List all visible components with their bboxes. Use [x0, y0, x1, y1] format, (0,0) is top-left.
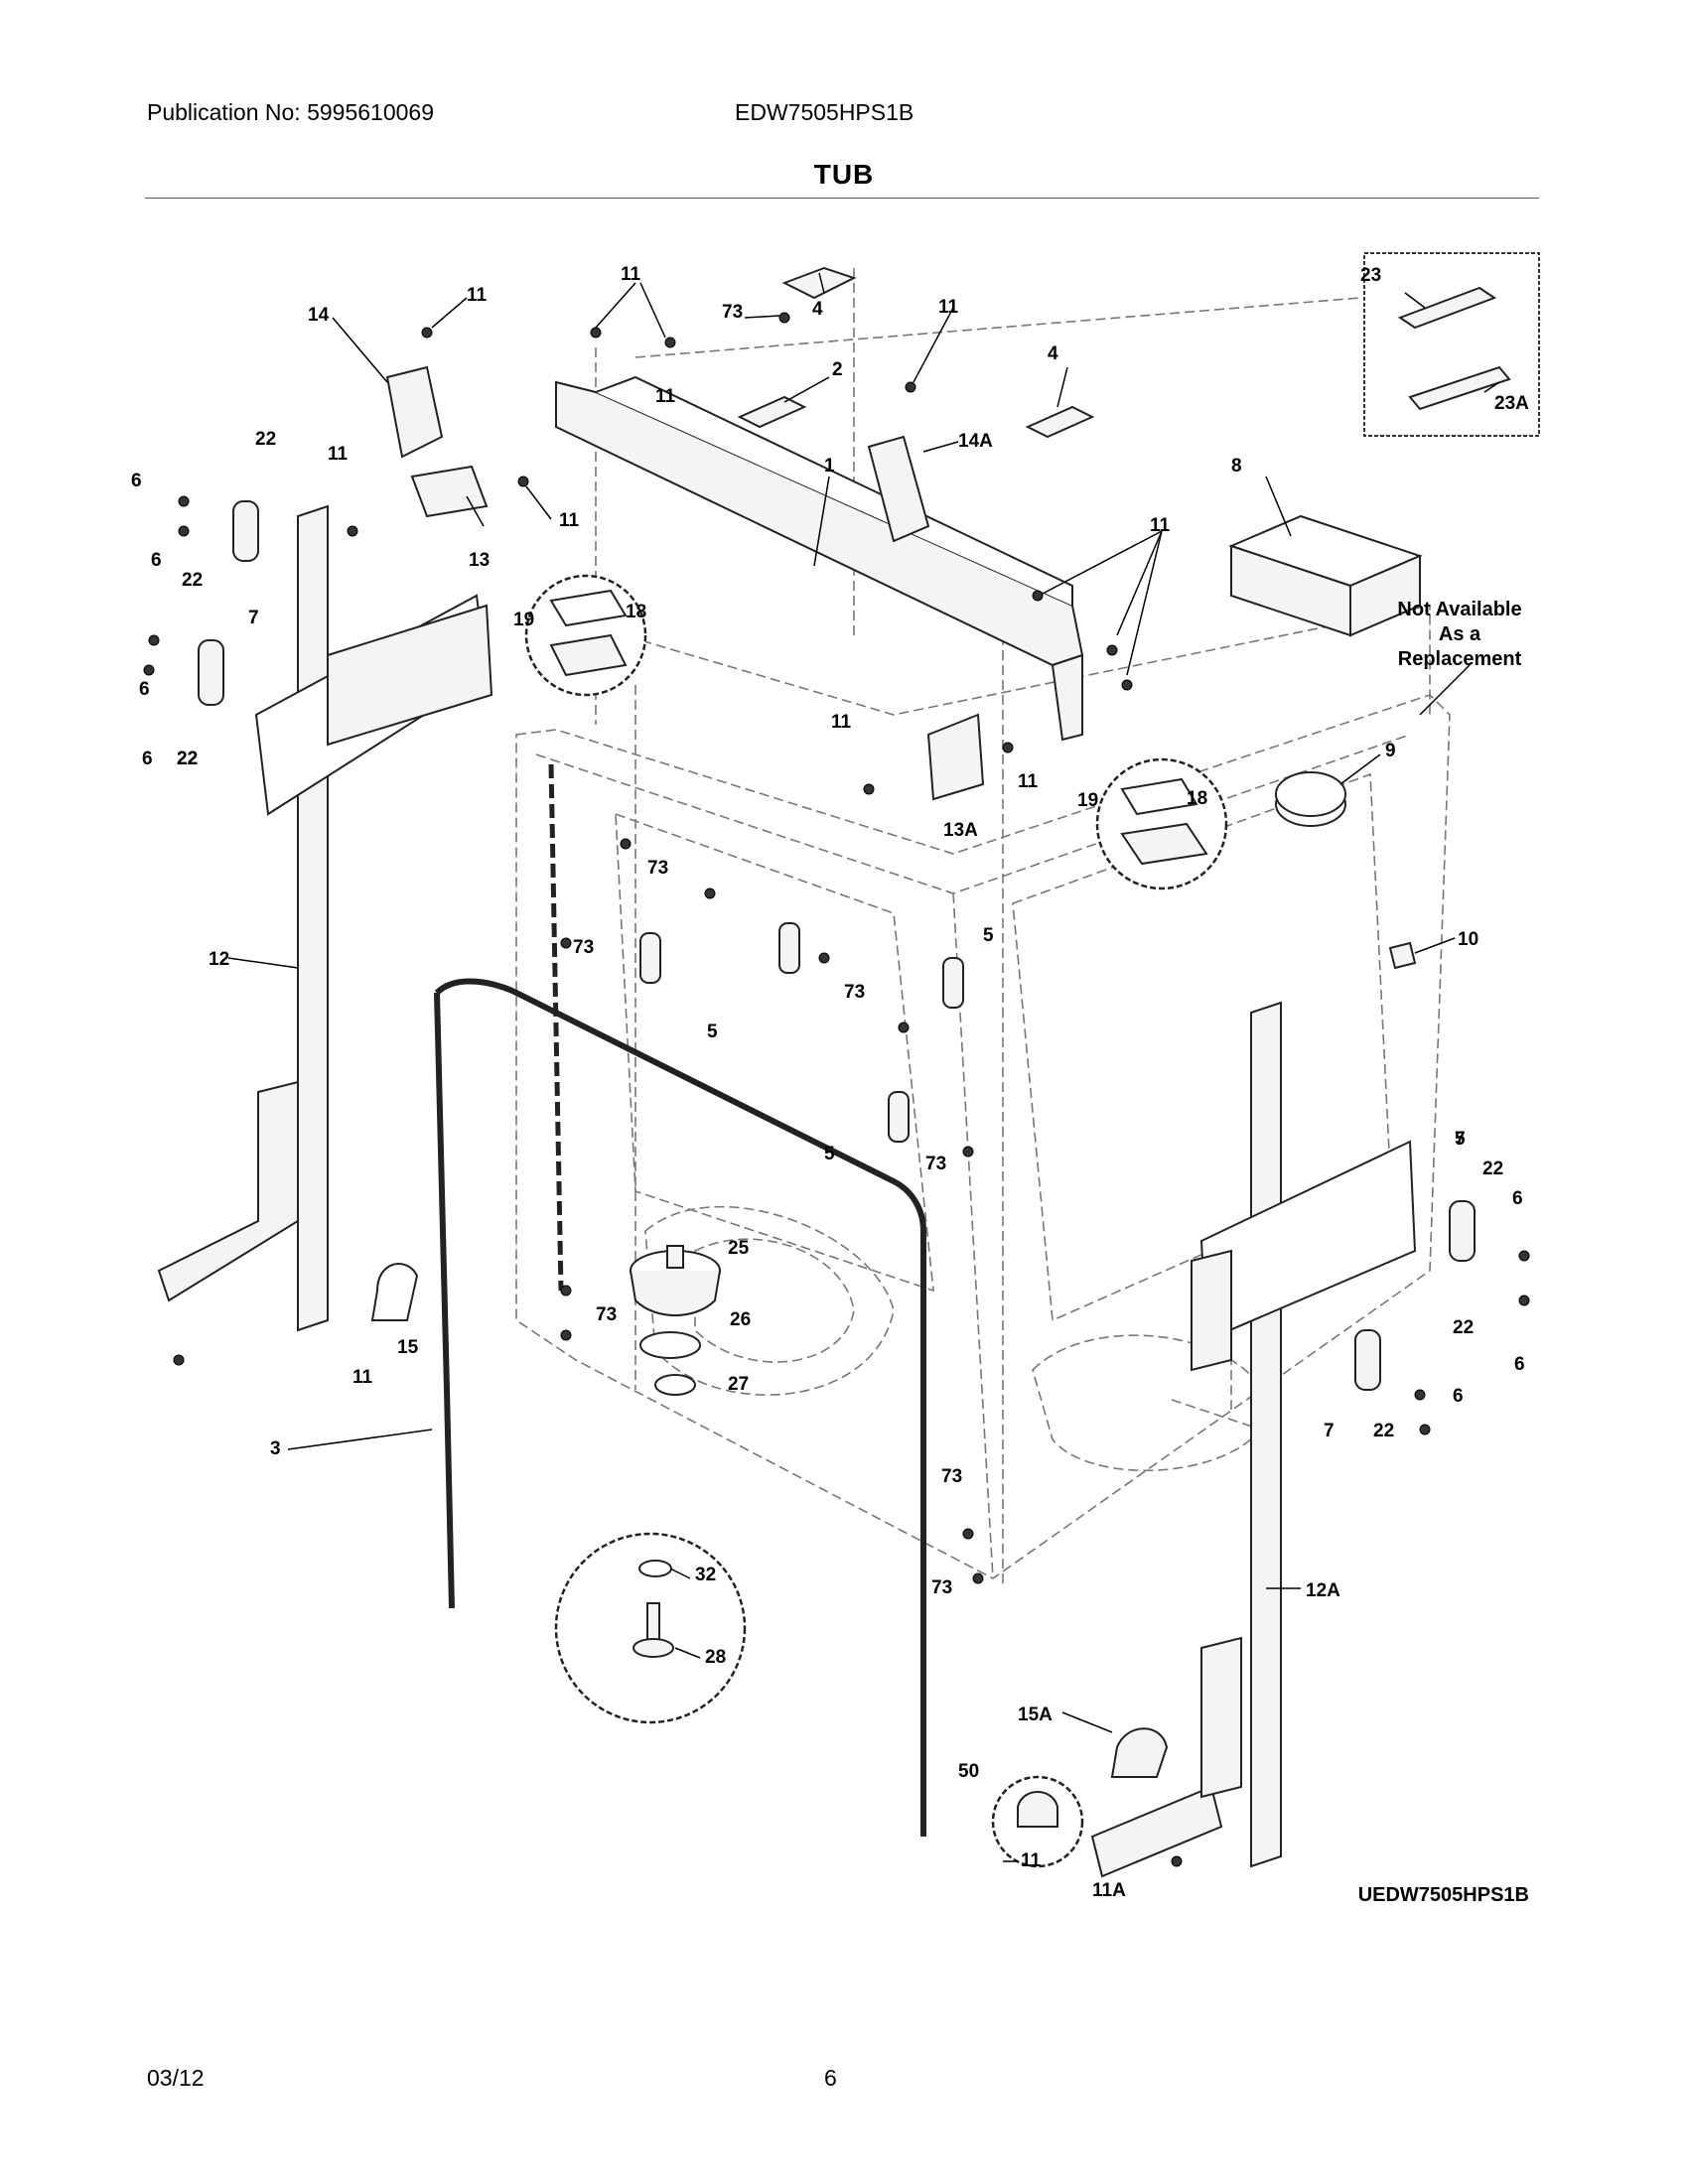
callout: 50 — [958, 1761, 979, 1782]
callout: 22 — [1453, 1317, 1474, 1338]
callout: 73 — [925, 1154, 946, 1174]
callout: 18 — [1187, 788, 1207, 809]
callout: 19 — [1077, 790, 1098, 811]
callout: 11 — [352, 1367, 373, 1388]
callout: 22 — [177, 749, 198, 769]
callout: 11 — [1150, 515, 1171, 536]
drawing-code: UEDW7505HPS1B — [1358, 1884, 1529, 1906]
callout: 11 — [621, 264, 641, 285]
callout: 73 — [844, 982, 865, 1003]
callout: 18 — [626, 602, 646, 622]
callout: 8 — [1231, 456, 1242, 477]
left-hinge-arm-part — [157, 504, 493, 1332]
callout: 11 — [938, 297, 959, 318]
callout: 11A — [1092, 1880, 1126, 1901]
callout: 27 — [728, 1374, 749, 1395]
bracket-inset-box — [1363, 252, 1540, 437]
callout: 19 — [513, 610, 534, 630]
callout: 73 — [722, 302, 743, 323]
callout: 5 — [824, 1144, 835, 1164]
callout: 28 — [705, 1647, 726, 1668]
top-rail-part — [555, 375, 1084, 742]
right-hinge-arm-part — [1090, 1001, 1417, 1878]
gasket-detail-circle-left — [524, 574, 647, 697]
callout: 14A — [958, 431, 993, 452]
callout: 22 — [182, 570, 203, 591]
page-title: TUB — [813, 159, 875, 190]
gasket-detail-circle-right — [1095, 757, 1228, 890]
callout: 11 — [655, 386, 676, 407]
callout: 22 — [1482, 1159, 1503, 1179]
callout: 1 — [824, 456, 835, 477]
callout: 32 — [695, 1565, 716, 1585]
callout: 11 — [328, 444, 349, 465]
callout: 73 — [573, 937, 594, 958]
page-number: 6 — [824, 2065, 837, 2091]
callout: 22 — [1373, 1421, 1394, 1441]
callout: 12A — [1306, 1580, 1340, 1601]
screws — [143, 312, 1530, 1867]
sump-assembly-parts — [630, 1245, 721, 1396]
callout: 13 — [469, 550, 490, 571]
callout-labels: 11 11 11 73 4 2 11 4 14 14A 1 22 6 11 13… — [131, 264, 1529, 1901]
title-divider — [145, 198, 1539, 199]
publication-number: Publication No: 5995610069 — [147, 99, 435, 125]
callout: 14 — [308, 305, 330, 326]
callout: 6 — [131, 471, 142, 491]
callout: 26 — [730, 1309, 751, 1330]
callout: 7 — [1324, 1421, 1335, 1441]
callout: 6 — [151, 550, 162, 571]
left-gasket-strip — [548, 763, 564, 1292]
callout: 73 — [931, 1577, 952, 1598]
callout: 6 — [1453, 1386, 1464, 1407]
callout: 11 — [1021, 1850, 1042, 1871]
note-line-2: As a — [1439, 623, 1481, 645]
callout: 10 — [1458, 929, 1478, 950]
replacement-note: Not Available As a Replacement — [1397, 599, 1521, 670]
callout: 11 — [831, 712, 852, 733]
callout: 73 — [596, 1304, 617, 1325]
door-gasket-part — [434, 978, 926, 1837]
callout: 6 — [139, 679, 150, 700]
callout: 2 — [832, 359, 843, 380]
control-box-part — [1228, 514, 1423, 637]
callout: 5 — [1455, 1129, 1466, 1150]
clip-detail-circle — [991, 1775, 1084, 1868]
callout: 22 — [177, 749, 198, 769]
callout: 25 — [728, 1238, 750, 1259]
callout: 15 — [397, 1337, 419, 1358]
callout: 11 — [467, 285, 488, 306]
callout: 73 — [941, 1466, 962, 1487]
note-line-1: Not Available — [1397, 599, 1521, 620]
callout: 11 — [559, 510, 580, 531]
door-gasket-inner — [434, 992, 455, 1609]
note-line-3: Replacement — [1398, 648, 1522, 670]
leader-lines — [227, 272, 1500, 1862]
small-parts — [198, 266, 1476, 1778]
callout: 12 — [209, 949, 229, 970]
callout: 11 — [1018, 771, 1039, 792]
callout: 4 — [812, 299, 823, 320]
callout: 7 — [1455, 1129, 1466, 1150]
callout: 5 — [707, 1022, 718, 1042]
callout: 23 — [1360, 265, 1381, 286]
leveling-detail-circle — [554, 1532, 747, 1724]
callout: 4 — [1048, 343, 1058, 364]
callout: 7 — [248, 608, 259, 628]
model-number: EDW7505HPS1B — [735, 99, 914, 125]
revision-date: 03/12 — [147, 2065, 205, 2091]
callout: 22 — [255, 429, 276, 450]
callout: 15A — [1018, 1705, 1053, 1725]
callout: 6 — [1512, 1188, 1523, 1209]
callout: 3 — [270, 1438, 281, 1459]
callout: 23A — [1494, 393, 1529, 414]
callout: 13A — [943, 820, 978, 841]
callout: 5 — [983, 925, 994, 946]
callout: 6 — [1514, 1354, 1525, 1375]
vent-ring-top — [1275, 771, 1346, 817]
callout: 73 — [647, 858, 668, 879]
callout: 9 — [1385, 741, 1396, 761]
callout: 6 — [142, 749, 153, 769]
